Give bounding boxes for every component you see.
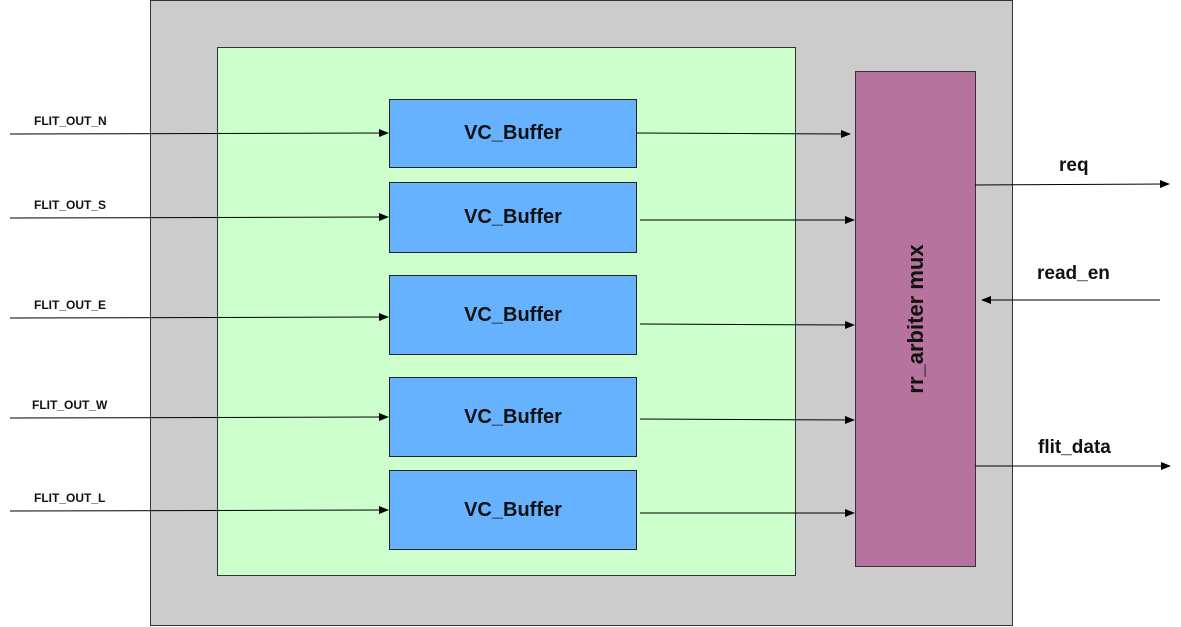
wire-buf-n	[635, 129, 851, 138]
vc-buffer-label: VC_Buffer	[464, 405, 562, 428]
wire-req	[974, 180, 1170, 189]
port-label-read-en: read_en	[1037, 263, 1110, 284]
wire-buf-w	[639, 415, 855, 424]
wire-buf-e	[639, 320, 855, 329]
vc-buffer-label: VC_Buffer	[464, 498, 562, 521]
wire-in-w	[9, 413, 389, 422]
vc-buffer-label: VC_Buffer	[464, 303, 562, 326]
vc-buffer-s: VC_Buffer	[389, 182, 637, 253]
input-label-l: FLIT_OUT_L	[34, 491, 106, 505]
port-label-flit-data: flit_data	[1038, 437, 1111, 458]
rr-arbiter-mux: rr_arbiter mux	[855, 71, 976, 567]
input-label-s: FLIT_OUT_S	[34, 198, 107, 212]
wire-in-l	[9, 506, 389, 515]
vc-buffer-l: VC_Buffer	[389, 470, 637, 550]
vc-buffer-label: VC_Buffer	[464, 206, 562, 228]
input-label-w: FLIT_OUT_W	[32, 398, 108, 412]
vc-buffer-w: VC_Buffer	[389, 377, 637, 457]
wire-in-s	[9, 213, 389, 222]
wire-in-n	[9, 129, 389, 138]
input-label-e: FLIT_OUT_E	[34, 298, 107, 312]
vc-buffer-e: VC_Buffer	[389, 275, 637, 355]
vc-buffer-label: VC_Buffer	[464, 122, 562, 144]
port-label-req: req	[1059, 155, 1089, 176]
vc-buffer-n: VC_Buffer	[389, 99, 637, 168]
input-label-n: FLIT_OUT_N	[34, 114, 107, 128]
wire-in-e	[9, 313, 389, 322]
